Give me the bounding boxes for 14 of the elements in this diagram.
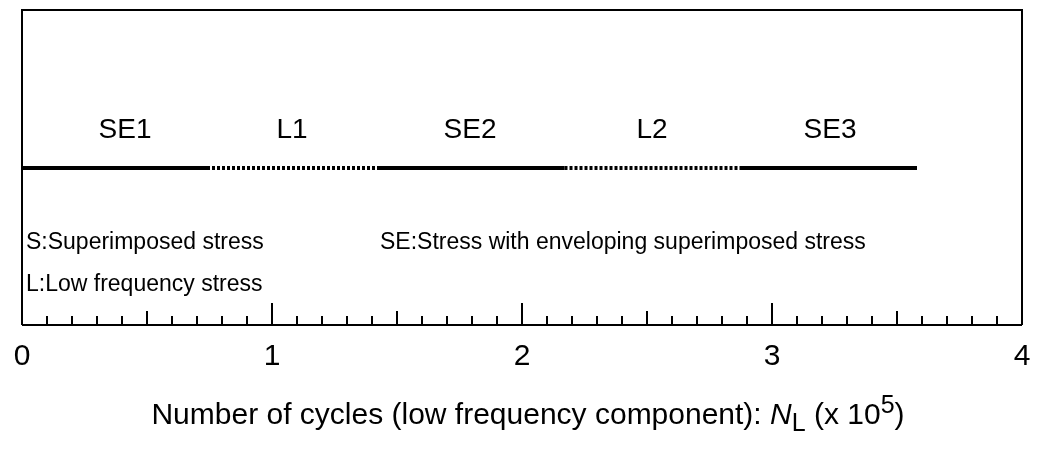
segment-label: SE2 [443,115,497,143]
tick-label: 2 [513,340,531,370]
segment-label: L1 [276,115,308,143]
segment-label: SE3 [803,115,857,143]
tick-label: 1 [263,340,281,370]
segment-label: SE1 [98,115,152,143]
tick-label: 4 [1013,340,1031,370]
tick-label: 3 [763,340,781,370]
legend-note: S:Superimposed stress [26,230,264,253]
axis-title: Number of cycles (low frequency component): N$_{L}$ (x 10$^{5}$) [151,392,905,435]
legend-note: L:Low frequency stress [26,272,263,295]
segment-label: L2 [636,115,668,143]
tick-label: 0 [13,340,31,370]
legend-note: SE:Stress with enveloping superimposed stress [380,230,866,253]
